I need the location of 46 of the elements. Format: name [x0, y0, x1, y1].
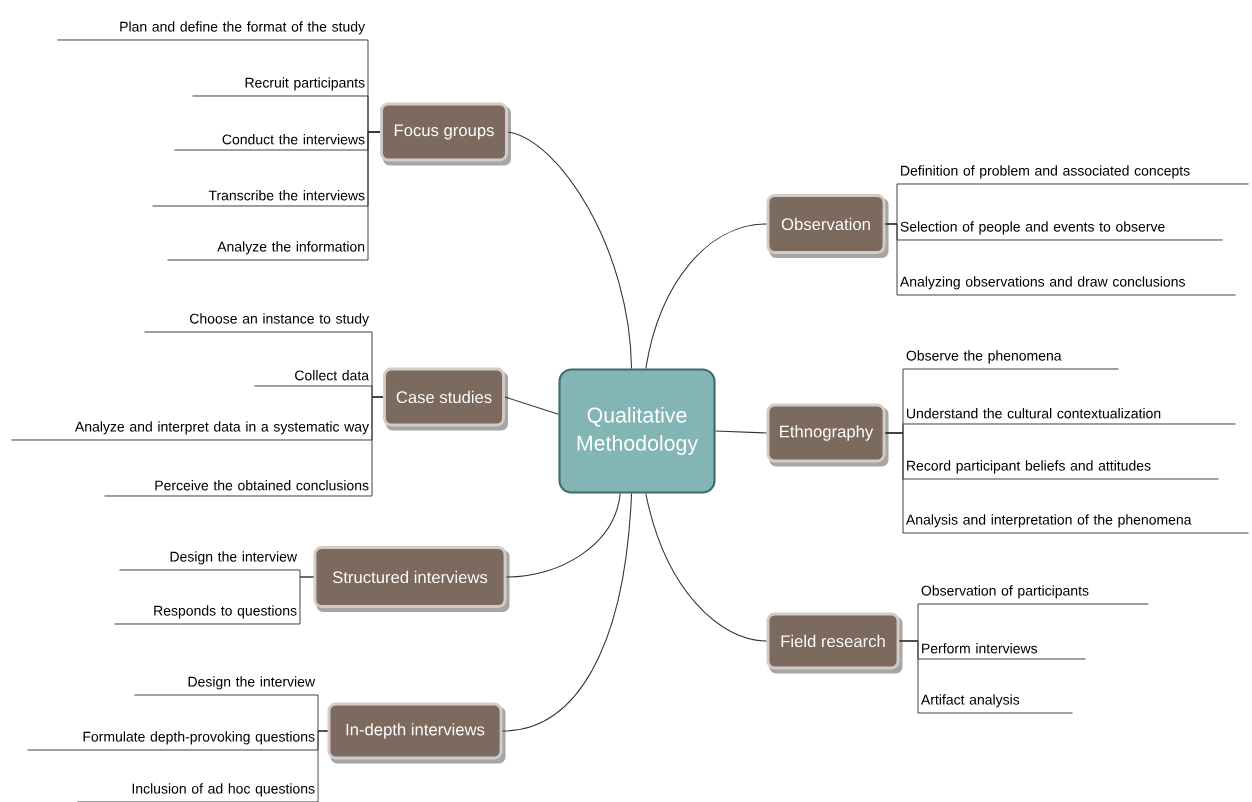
connector-line: [507, 131, 633, 369]
underlined-text: Collect data: [254, 370, 373, 387]
underlined-text: Transcribe the interviews: [152, 190, 369, 207]
topic-box: Field research: [766, 612, 903, 674]
underlined-text: Record participant beliefs and attitudes: [902, 460, 1219, 480]
bracket-line: [299, 576, 314, 625]
topic-box: Observation: [766, 194, 889, 258]
bracket-line: [899, 640, 919, 714]
connector-line: [504, 396, 559, 415]
topic-box: In-depth interviews: [327, 702, 506, 764]
topic-box: Structured interviews: [313, 546, 510, 612]
underlined-text: Formulate depth-provoking questions: [27, 731, 319, 751]
underlined-text: Design the interview: [134, 676, 319, 696]
underlined-text: Perceive the obtained conclusions: [104, 480, 373, 497]
topic-box: Ethnography: [766, 403, 889, 467]
bracket-line: [885, 432, 904, 534]
underlined-text: Perform interviews: [917, 643, 1086, 660]
connector-line: [715, 430, 768, 434]
underlined-text: Selection of people and events to observe: [896, 221, 1223, 241]
underlined-text: Analyzing observations and draw conclusions: [896, 276, 1236, 296]
topic-box: Case studies: [383, 367, 508, 431]
underlined-text: Responds to questions: [114, 605, 301, 625]
bracket-line: [317, 730, 328, 802]
underlined-text: Conduct the interviews: [174, 134, 369, 151]
underlined-text: Design the interview: [119, 551, 301, 571]
connector-line: [505, 493, 621, 578]
underlined-text: Definition of problem and associated concepts: [896, 165, 1249, 185]
underlined-text: Observe the phenomena: [902, 350, 1119, 370]
underlined-text: Observation of participants: [917, 585, 1149, 605]
underlined-text: Recruit participants: [192, 77, 369, 97]
underlined-text: Understand the cultural contextualization: [902, 408, 1236, 425]
bracket-line: [371, 396, 384, 497]
topic-box: Focus groups: [380, 102, 511, 166]
connector-line: [645, 223, 768, 369]
center-box: Qualitative Methodology: [558, 368, 716, 494]
connector-line: [501, 493, 633, 732]
underlined-text: Inclusion of ad hoc questions: [77, 783, 319, 802]
underlined-text: Choose an instance to study: [144, 313, 373, 333]
underlined-text: Analysis and interpretation of the phenomena: [902, 514, 1249, 534]
underlined-text: Artifact analysis: [917, 694, 1073, 714]
underlined-text: Plan and define the format of the study: [57, 21, 369, 41]
underlined-text: Analyze and interpret data in a systematic way: [11, 421, 373, 441]
connector-line: [645, 493, 768, 642]
underlined-text: Analyze the information: [167, 241, 369, 261]
bracket-line: [885, 223, 898, 296]
bracket-line: [367, 131, 381, 261]
